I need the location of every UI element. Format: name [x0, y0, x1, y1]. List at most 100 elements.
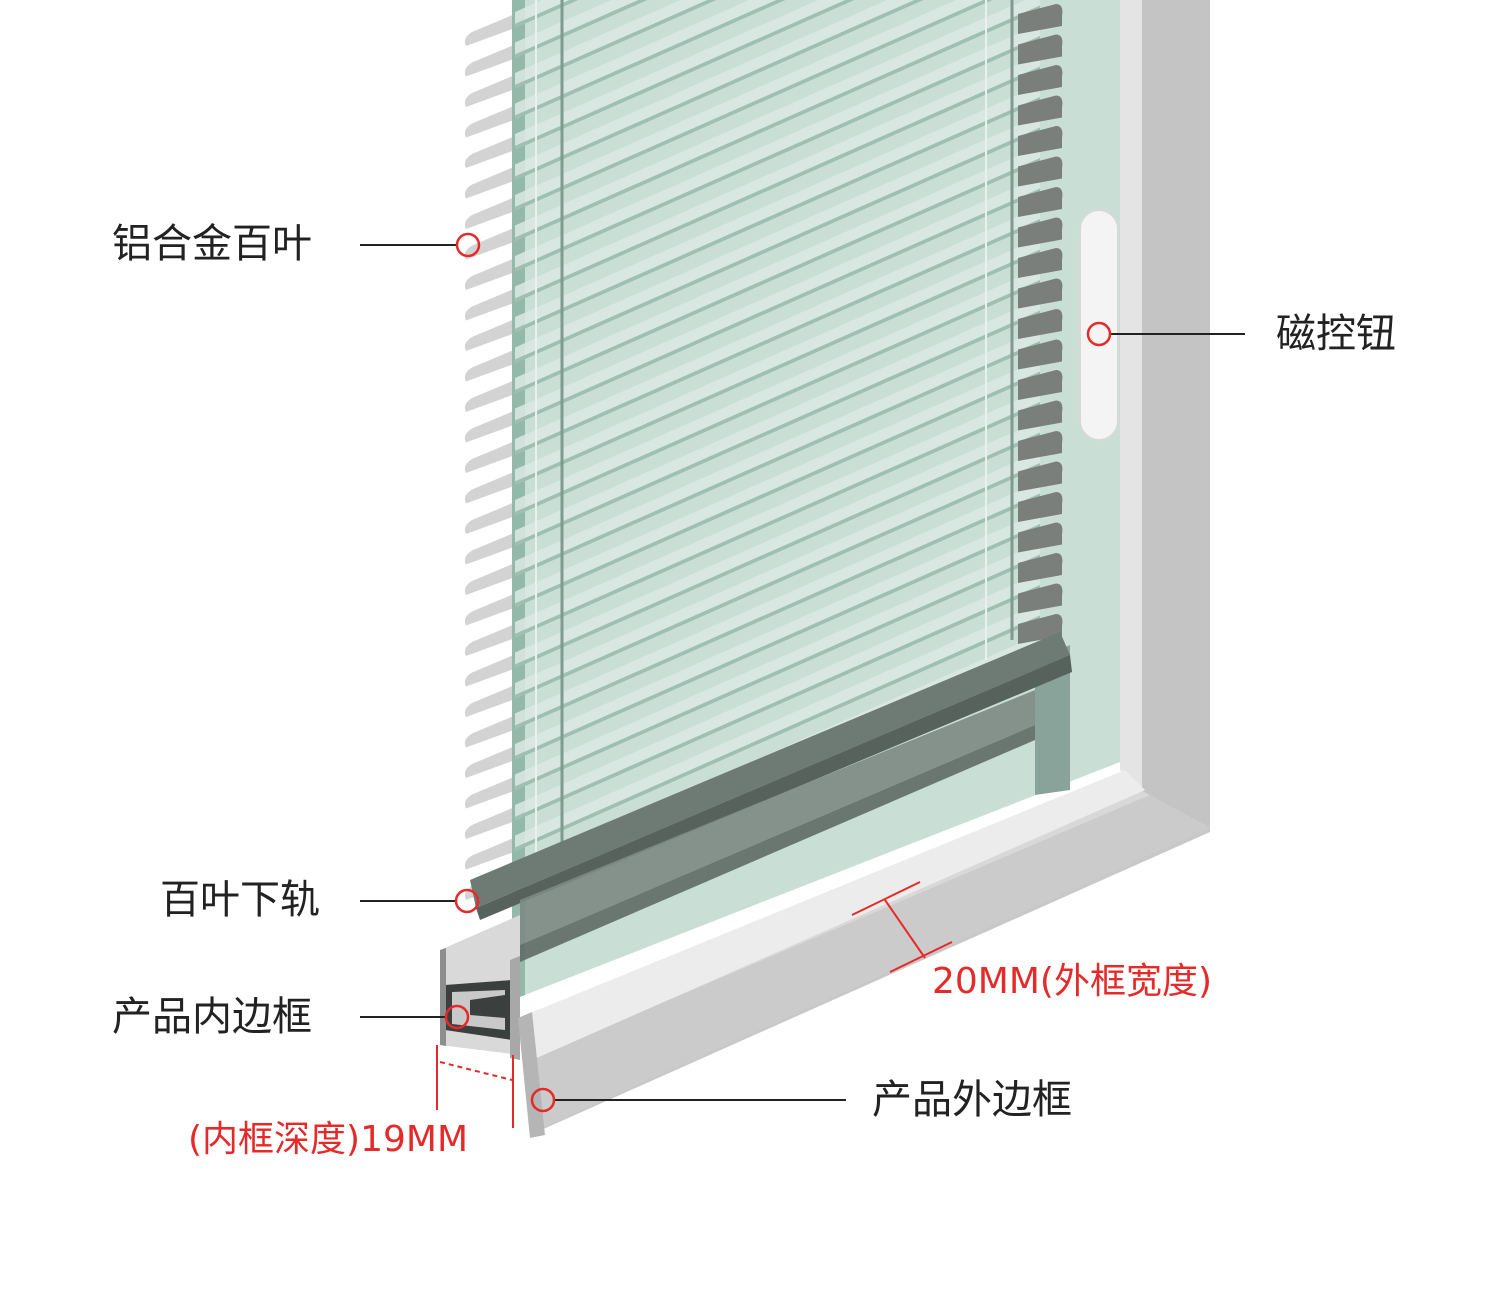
slat-end	[1018, 583, 1063, 614]
slat-end	[464, 593, 515, 626]
slat-end	[464, 532, 515, 565]
callout-magnetic-knob: 磁控钮	[1276, 311, 1396, 357]
slat-end	[1018, 431, 1063, 461]
marker-slats	[455, 232, 481, 258]
dim-width-tick-2	[889, 941, 953, 973]
slat-edge	[515, 524, 1040, 760]
slat-edge	[515, 0, 717, 89]
magnetic-knob	[1079, 209, 1119, 441]
slat-end	[1018, 4, 1063, 34]
slat	[515, 359, 1040, 604]
slat-edge	[515, 0, 993, 211]
slat-end	[464, 136, 515, 168]
slat	[515, 85, 1040, 329]
dimension-outer-width: 20MM(外框宽度)	[932, 961, 1213, 1002]
slat-end	[464, 349, 515, 382]
outer-frame	[518, 0, 1210, 1135]
slat-edge	[515, 97, 1040, 333]
slat-edge	[515, 249, 1040, 486]
slat-edge	[515, 0, 924, 181]
slat-end	[1018, 217, 1063, 248]
slat-end	[464, 410, 515, 443]
slat	[515, 390, 1040, 634]
slat-end	[1018, 339, 1063, 370]
slat-end	[1018, 492, 1063, 522]
slat-end	[464, 105, 515, 138]
slat-end	[464, 258, 515, 290]
slat	[515, 115, 1040, 360]
slat-end	[1018, 34, 1063, 65]
slat-end	[464, 837, 515, 870]
slat-end	[464, 166, 515, 199]
slat-end	[1018, 126, 1063, 156]
slat-end	[464, 319, 515, 351]
slat-end	[464, 380, 515, 412]
slat-end	[464, 654, 515, 687]
slat-edge	[515, 493, 1040, 730]
marker-inner-frame	[444, 1004, 470, 1030]
slat-end	[1018, 187, 1063, 217]
slat-edge	[515, 188, 1040, 425]
slat-edge	[515, 463, 1040, 699]
slat-edge	[515, 127, 1040, 364]
slat-edge	[515, 66, 1040, 303]
slat	[515, 237, 1040, 482]
callout-slats: 铝合金百叶	[112, 221, 312, 267]
slat-end	[464, 441, 515, 473]
slat-end	[1018, 95, 1063, 126]
slat-edge	[515, 0, 648, 59]
slat	[515, 420, 1040, 665]
slat-end	[1018, 522, 1063, 553]
marker-rail	[454, 888, 480, 914]
dimension-lines	[436, 881, 953, 1128]
slat-edge	[515, 402, 1040, 638]
slat-end	[1018, 309, 1063, 339]
slat-end	[464, 624, 515, 656]
slat-edge	[515, 585, 1040, 821]
slat-end	[1018, 248, 1063, 278]
slat-end	[1018, 370, 1063, 400]
slat-edge	[515, 554, 1040, 791]
slat	[515, 268, 1040, 512]
slat-edge	[515, 36, 1040, 272]
slat-end	[464, 776, 515, 809]
slat-edge	[515, 0, 786, 120]
slat	[515, 329, 1040, 573]
slat-edge	[515, 615, 1040, 852]
slat-end	[1018, 553, 1063, 583]
slat-edge	[515, 432, 1040, 669]
slat	[515, 24, 1040, 268]
slat-end	[464, 502, 515, 534]
slat-end	[464, 471, 515, 504]
slat-edge	[515, 5, 1040, 242]
outer-frame-profile	[518, 1012, 545, 1138]
slat-end	[464, 685, 515, 717]
dim-width-tick-1	[851, 881, 921, 916]
inner-frame-profile	[440, 915, 520, 1060]
slat	[515, 298, 1040, 543]
slat	[515, 54, 1040, 299]
slat-edge	[515, 219, 1040, 455]
slat	[515, 0, 570, 24]
aluminum-slats	[515, 0, 1040, 882]
marker-outer-frame	[530, 1087, 556, 1113]
slat-edge	[515, 0, 855, 150]
slat-end	[1018, 156, 1063, 187]
slat-ends-left	[464, 14, 515, 900]
slat	[515, 542, 1040, 787]
slat	[515, 146, 1040, 390]
slat-edge	[515, 310, 1040, 547]
slat-end	[464, 197, 515, 229]
slat-edge	[515, 341, 1040, 577]
dimension-inner-depth: (内框深度)19MM	[188, 1119, 469, 1160]
slat	[515, 176, 1040, 421]
slat	[515, 512, 1040, 756]
slat-end	[464, 288, 515, 321]
slat-end	[464, 75, 515, 107]
slat-end	[464, 746, 515, 778]
ladder-cords	[535, 0, 1014, 860]
bottom-rail	[470, 632, 1072, 962]
slat-end	[464, 715, 515, 748]
dim-width-line	[884, 899, 926, 959]
